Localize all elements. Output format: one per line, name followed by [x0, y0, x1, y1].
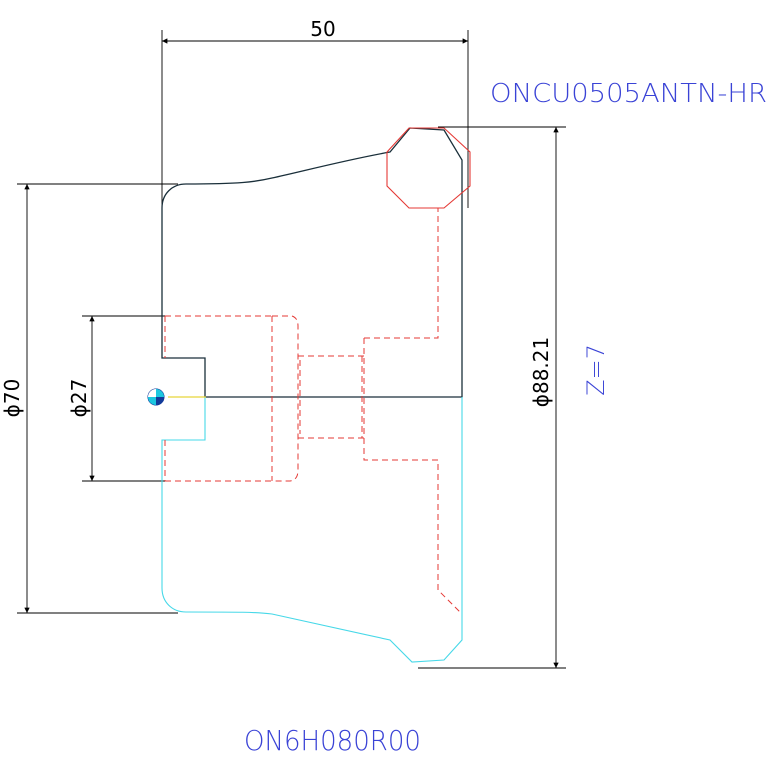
dimension-label-50: 50: [310, 17, 335, 41]
dimension-phi70: [17, 183, 178, 614]
insert-octagon: [386, 127, 471, 209]
hidden-lines: [164, 208, 461, 613]
dimension-50: [161, 30, 469, 330]
hidden-bolt-hole: [363, 208, 461, 613]
part-profile-lower: [161, 397, 463, 663]
insert-code-label: ONCU0505ANTN-HR: [490, 79, 767, 109]
hidden-groove: [271, 315, 299, 482]
cutter-code-label: ON6H080R00: [244, 724, 421, 757]
dimension-phi88: [418, 126, 566, 669]
lower-body-outline: [161, 397, 463, 663]
part-profile-upper: [161, 127, 463, 398]
insert-outline: [386, 127, 471, 209]
dimension-phi27: [82, 315, 166, 482]
dimension-label-phi70: ϕ70: [0, 379, 24, 418]
dimension-label-phi88: ϕ88.21: [529, 337, 553, 407]
origin-marker-icon: [147, 388, 165, 406]
z-value-label: Z=7: [582, 344, 610, 396]
upper-body-outline: [161, 127, 463, 398]
dimension-label-phi27: ϕ27: [67, 379, 91, 418]
